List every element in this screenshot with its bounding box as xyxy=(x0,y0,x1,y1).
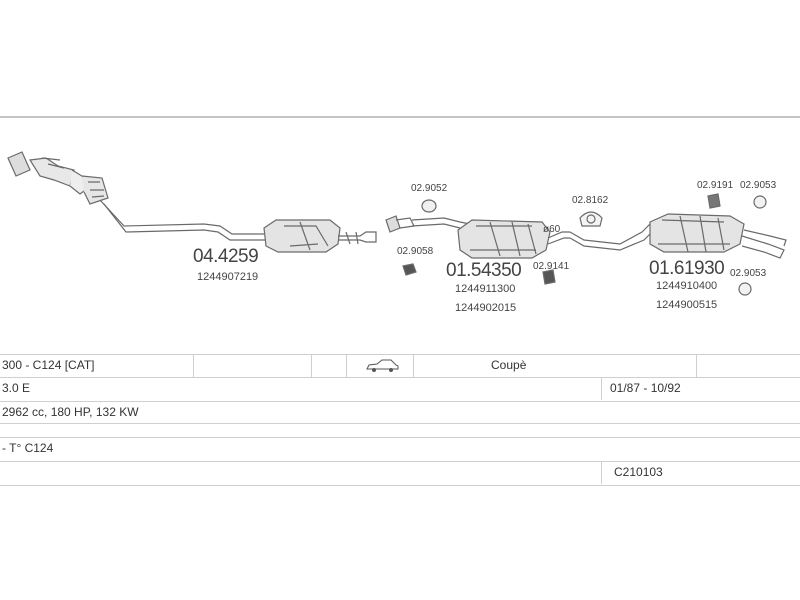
rear-muffler-drawing xyxy=(569,213,787,259)
diagram-top-border xyxy=(0,116,800,118)
part-number-ring: 02.8162 xyxy=(572,195,609,206)
exhaust-system-drawing xyxy=(7,151,787,296)
model-cell: 300 - C124 [CAT] xyxy=(2,358,95,372)
oem-number-middle-muffler-2: 1244902015 xyxy=(455,302,517,314)
table-divider xyxy=(696,355,697,377)
table-line-2 xyxy=(0,377,800,378)
front-pipe-drawing xyxy=(7,151,377,253)
table-divider xyxy=(193,355,194,377)
table-row-code: C210103 xyxy=(0,462,800,484)
pipe-diameter-label: ø60 xyxy=(543,224,561,235)
oem-number-middle-muffler-1: 1244911300 xyxy=(455,283,516,295)
years-cell: 01/87 - 10/92 xyxy=(610,381,681,395)
car-icon xyxy=(366,359,399,372)
table-row-specs: 2962 cc, 180 HP, 132 KW xyxy=(0,402,800,424)
part-number-hanger-b: 02.9191 xyxy=(697,180,734,191)
part-number-rear-muffler: 01.61930 xyxy=(649,258,725,279)
table-divider xyxy=(413,355,414,377)
table-line-7 xyxy=(0,485,800,486)
table-divider xyxy=(601,378,602,400)
oem-number-front-pipe: 1244907219 xyxy=(197,271,259,283)
table-line-4 xyxy=(0,423,800,424)
middle-muffler-drawing xyxy=(385,215,570,259)
part-number-gasket: 02.9058 xyxy=(397,246,434,257)
code-cell: C210103 xyxy=(614,465,663,479)
table-row-engine: 3.0 E 01/87 - 10/92 xyxy=(0,378,800,400)
table-line-1 xyxy=(0,354,800,355)
part-number-hanger-a: 02.9141 xyxy=(533,261,570,272)
oem-number-rear-muffler-1: 1244910400 xyxy=(656,280,718,292)
part-number-clamp: 02.9052 xyxy=(411,183,448,194)
part-number-middle-muffler: 01.54350 xyxy=(446,260,522,281)
table-row-type: - T° C124 xyxy=(0,438,800,460)
body-type-cell: Coupè xyxy=(491,358,527,372)
part-number-hanger-d: 02.9053 xyxy=(730,268,767,279)
table-row-model: 300 - C124 [CAT] Coupè xyxy=(0,355,800,377)
table-divider xyxy=(311,355,312,377)
engine-cell: 3.0 E xyxy=(2,381,31,395)
table-divider xyxy=(601,462,602,484)
type-cell: - T° C124 xyxy=(2,441,54,455)
oem-number-rear-muffler-2: 1244900515 xyxy=(656,299,718,311)
hardware-drawing xyxy=(402,193,767,296)
part-number-front-pipe: 04.4259 xyxy=(193,246,259,267)
table-line-3 xyxy=(0,401,800,402)
table-divider xyxy=(346,355,347,377)
part-number-hanger-c: 02.9053 xyxy=(740,180,777,191)
table-line-6 xyxy=(0,461,800,462)
table-line-5 xyxy=(0,437,800,438)
specs-cell: 2962 cc, 180 HP, 132 KW xyxy=(2,405,139,419)
